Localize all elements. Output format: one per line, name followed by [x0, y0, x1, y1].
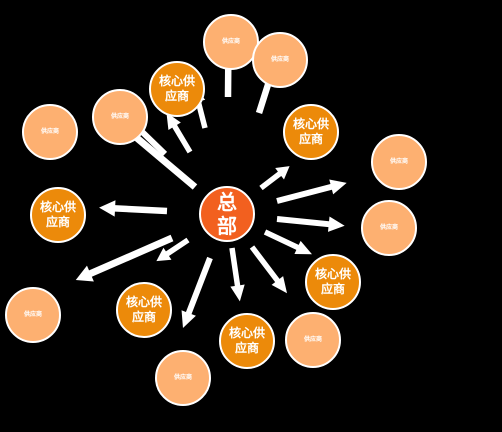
core-supplier-label: 核心供 应商 [126, 295, 163, 324]
supplier-node: 供应商 [155, 350, 211, 406]
core-supplier-node: 核心供 应商 [116, 282, 172, 338]
core-supplier-node: 核心供 应商 [305, 254, 361, 310]
arrow-shape [276, 216, 345, 232]
core-supplier-node: 核心供 应商 [219, 313, 275, 369]
supplier-label: 供应商 [173, 374, 192, 381]
arrow-shape [166, 112, 193, 154]
supplier-label: 供应商 [23, 311, 42, 318]
supplier-label: 供应商 [303, 336, 322, 343]
core-supplier-label: 核心供 应商 [229, 326, 266, 355]
arrow-shape [229, 247, 245, 302]
arrow-shape [249, 245, 288, 294]
supplier-node: 供应商 [371, 134, 427, 190]
arrow-shape [181, 256, 213, 328]
arrow-shape [259, 166, 290, 191]
core-supplier-label: 核心供 应商 [40, 200, 77, 229]
arrow-shape [99, 200, 168, 217]
arrow-shape [276, 179, 347, 204]
supplier-node: 供应商 [92, 89, 148, 145]
arrow-shape [75, 234, 174, 282]
hub-label: 总 部 [217, 190, 237, 238]
arrow-shape [156, 237, 190, 262]
core-supplier-label: 核心供 应商 [315, 267, 352, 296]
core-supplier-label: 核心供 应商 [293, 117, 330, 146]
supplier-label: 供应商 [270, 56, 289, 63]
core-supplier-node: 核心供 应商 [30, 187, 86, 243]
arrow-shape [263, 229, 312, 255]
supplier-label: 供应商 [379, 224, 398, 231]
supplier-node: 供应商 [252, 32, 308, 88]
supplier-node: 供应商 [5, 287, 61, 343]
supplier-node: 供应商 [22, 104, 78, 160]
supplier-node: 供应商 [285, 312, 341, 368]
core-supplier-node: 核心供 应商 [283, 104, 339, 160]
core-supplier-label: 核心供 应商 [159, 74, 196, 103]
supplier-label: 供应商 [221, 38, 240, 45]
supplier-label: 供应商 [110, 113, 129, 120]
supplier-node: 供应商 [361, 200, 417, 256]
supplier-label: 供应商 [389, 158, 408, 165]
supplier-label: 供应商 [40, 128, 59, 135]
hub-node: 总 部 [199, 186, 255, 242]
supplier-node: 供应商 [203, 14, 259, 70]
core-supplier-node: 核心供 应商 [149, 61, 205, 117]
